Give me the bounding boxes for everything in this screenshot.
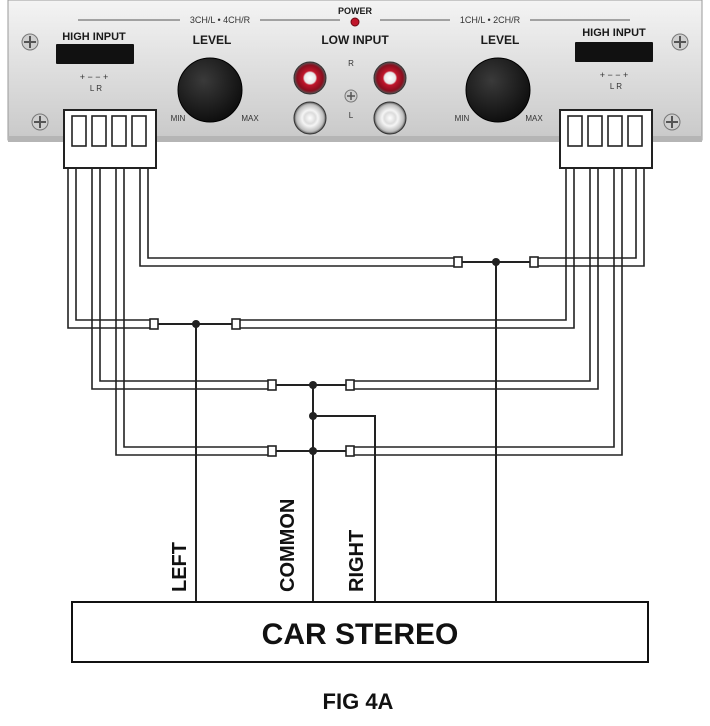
left-high-input-label: HIGH INPUT	[62, 31, 126, 43]
left-max-label: MAX	[241, 114, 259, 123]
rca-jack-red-icon[interactable]	[293, 61, 327, 95]
left-harness-wires	[67, 168, 463, 457]
screw-icon	[671, 33, 689, 51]
common-wire-label: COMMON	[277, 499, 299, 592]
figure-caption: FIG 4A	[323, 689, 394, 714]
left-level-knob[interactable]	[177, 57, 243, 123]
power-led-icon	[350, 17, 360, 27]
screw-icon	[31, 113, 49, 131]
right-channel-label: 1CH/L • 2CH/R	[460, 15, 521, 25]
left-harness-plug	[63, 109, 157, 169]
junction-dot	[192, 320, 200, 328]
right-wire-label: RIGHT	[346, 530, 368, 592]
low-input-label: LOW INPUT	[321, 33, 389, 47]
rca-jack-white-icon[interactable]	[373, 101, 407, 135]
left-wire-label: LEFT	[169, 542, 191, 592]
screw-icon	[663, 113, 681, 131]
trunk-wires	[158, 258, 530, 602]
right-high-input-label: HIGH INPUT	[582, 27, 646, 39]
rca-jack-red-icon[interactable]	[373, 61, 407, 95]
left-channel-label: 3CH/L • 4CH/R	[190, 15, 251, 25]
screw-icon	[344, 89, 358, 103]
right-max-label: MAX	[525, 114, 543, 123]
right-lr-marks: L R	[610, 82, 622, 91]
power-label: POWER	[338, 6, 373, 16]
left-min-label: MIN	[171, 114, 186, 123]
junction-dot	[492, 258, 500, 266]
junction-dot	[309, 447, 317, 455]
left-high-input-port	[56, 44, 134, 64]
right-harness-plug	[559, 109, 653, 169]
left-level-label: LEVEL	[193, 33, 232, 47]
right-level-knob[interactable]	[465, 57, 531, 123]
right-high-input-port	[575, 42, 653, 62]
rca-l-label: L	[349, 111, 354, 120]
junction-dot	[309, 412, 317, 420]
right-polarity-marks: + − − +	[600, 70, 629, 80]
car-stereo-box: CAR STEREO	[71, 601, 649, 663]
right-wire	[313, 415, 376, 602]
right-harness-wires	[231, 168, 645, 457]
left-polarity-marks: + − − +	[80, 72, 109, 82]
right-min-label: MIN	[455, 114, 470, 123]
junction-dot	[309, 381, 317, 389]
left-lr-marks: L R	[90, 84, 102, 93]
right-level-label: LEVEL	[481, 33, 520, 47]
rca-r-label: R	[348, 59, 354, 68]
rca-jack-white-icon[interactable]	[293, 101, 327, 135]
screw-icon	[21, 33, 39, 51]
car-stereo-label: CAR STEREO	[262, 618, 459, 651]
